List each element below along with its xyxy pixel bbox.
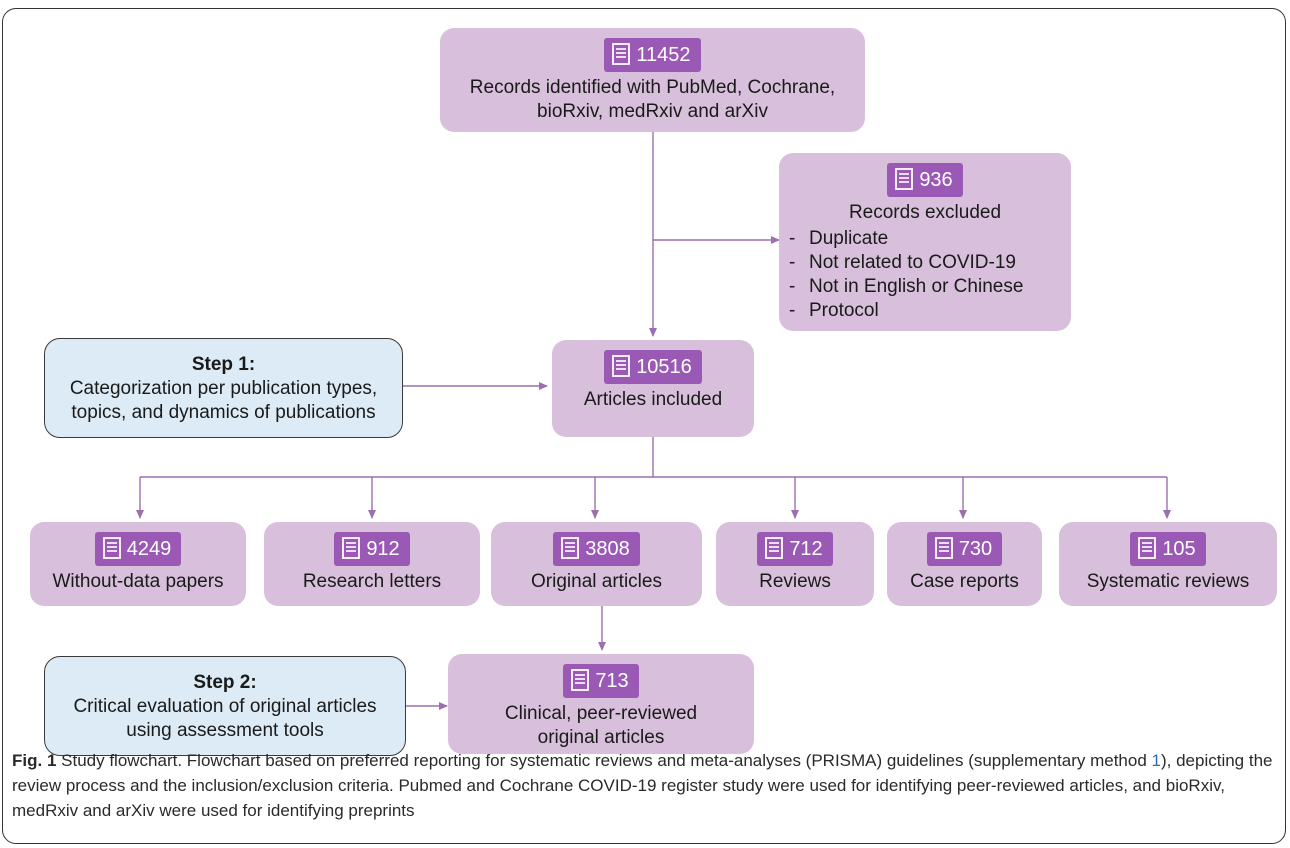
count-badge: 11452 <box>604 38 701 72</box>
figure-label: Fig. 1 <box>12 751 57 770</box>
step-title: Step 2: <box>193 672 257 693</box>
records-excluded-box: 936 Records excluded Duplicate Not relat… <box>779 153 1071 331</box>
document-icon <box>612 43 631 65</box>
count-badge: 10516 <box>604 350 702 384</box>
document-icon <box>571 669 590 691</box>
list-item: Protocol <box>789 299 1071 323</box>
step-2-box: Step 2: Critical evaluation of original … <box>44 656 406 756</box>
records-identified-box: 11452 Records identified with PubMed, Co… <box>440 28 865 132</box>
box-label: Without-data papers <box>52 571 224 592</box>
count-value: 10516 <box>636 356 692 378</box>
document-icon <box>561 537 580 559</box>
list-item: Duplicate <box>789 227 1071 251</box>
step-text: Categorization per publication types, to… <box>69 378 378 423</box>
box-label: Articles included <box>583 389 723 410</box>
list-item: Not in English or Chinese <box>789 275 1071 299</box>
document-icon <box>765 537 784 559</box>
count-value: 3808 <box>585 538 630 560</box>
count-badge: 3808 <box>553 532 640 566</box>
category-box-without-data: 4249 Without-data papers <box>30 522 246 606</box>
count-badge: 730 <box>926 532 1003 566</box>
box-label: Records identified with PubMed, Cochrane… <box>469 77 836 122</box>
step-text: Critical evaluation of original articles… <box>73 696 377 741</box>
count-value: 712 <box>789 538 823 560</box>
document-icon <box>934 537 953 559</box>
count-value: 4249 <box>126 538 172 560</box>
count-value: 912 <box>366 538 400 560</box>
count-badge: 105 <box>1130 532 1206 566</box>
step-1-box: Step 1: Categorization per publication t… <box>44 338 403 438</box>
exclusion-criteria-list: Duplicate Not related to COVID-19 Not in… <box>779 227 1071 323</box>
articles-included-box: 10516 Articles included <box>552 340 754 437</box>
final-included-box: 713 Clinical, peer-reviewed original art… <box>448 654 754 754</box>
figure-frame <box>2 8 1286 844</box>
document-icon <box>612 355 631 377</box>
box-label: Systematic reviews <box>1086 571 1250 592</box>
list-item: Not related to COVID-19 <box>789 251 1071 275</box>
count-value: 713 <box>595 670 629 692</box>
box-label: Records excluded <box>848 202 1002 223</box>
box-label: Clinical, peer-reviewed original article… <box>504 703 698 748</box>
count-value: 11452 <box>636 44 691 66</box>
box-label: Original articles <box>531 571 662 592</box>
category-box-case-reports: 730 Case reports <box>887 522 1042 606</box>
box-label: Research letters <box>302 571 442 592</box>
count-badge: 912 <box>334 532 410 566</box>
count-badge: 936 <box>887 163 963 197</box>
box-label: Case reports <box>910 571 1019 592</box>
category-box-reviews: 712 Reviews <box>716 522 874 606</box>
category-box-systematic-reviews: 105 Systematic reviews <box>1059 522 1277 606</box>
document-icon <box>1138 537 1157 559</box>
category-box-original-articles: 3808 Original articles <box>491 522 702 606</box>
document-icon <box>895 168 914 190</box>
document-icon <box>102 537 121 559</box>
figure-caption: Fig. 1 Study flowchart. Flowchart based … <box>12 748 1280 823</box>
caption-text: Study flowchart. Flowchart based on pref… <box>56 751 1152 770</box>
count-value: 936 <box>919 169 953 191</box>
supplementary-ref-link[interactable]: 1 <box>1151 751 1161 770</box>
count-badge: 712 <box>757 532 833 566</box>
box-label: Reviews <box>759 571 831 592</box>
step-title: Step 1: <box>191 354 256 375</box>
category-box-research-letters: 912 Research letters <box>264 522 480 606</box>
caption-text: ), depicting the review process and the … <box>12 751 1273 820</box>
count-value: 730 <box>958 538 993 560</box>
document-icon <box>342 537 361 559</box>
count-badge: 4249 <box>94 532 182 566</box>
count-value: 105 <box>1162 538 1196 560</box>
count-badge: 713 <box>563 664 639 698</box>
